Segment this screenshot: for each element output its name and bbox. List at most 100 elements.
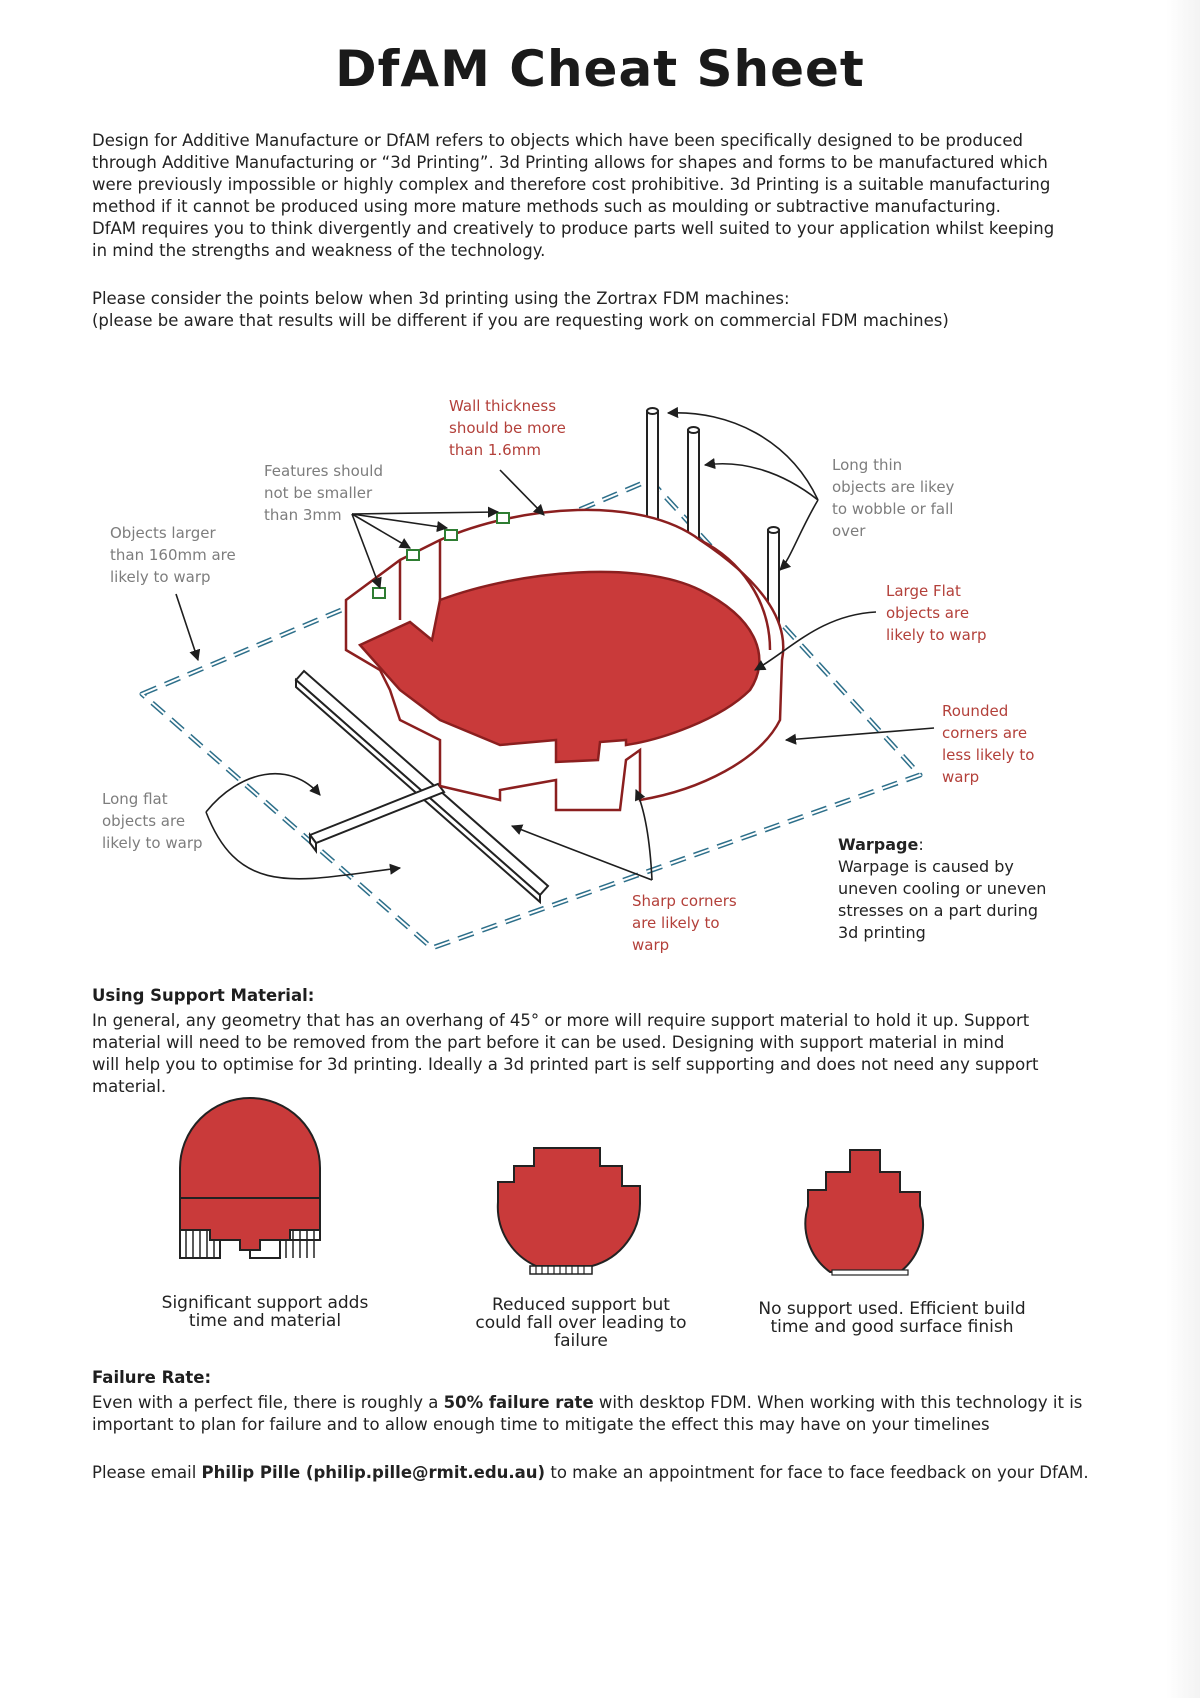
- caption-significant-support: Significant support adds time and materi…: [150, 1294, 380, 1330]
- label-line: Features should: [264, 462, 383, 480]
- label-features-small: Features should not be smaller than 3mm: [264, 460, 383, 526]
- arrow-wall-thickness: [499, 469, 545, 516]
- peg-1: [372, 587, 386, 599]
- support-base-thin: [831, 1269, 909, 1276]
- label-rounded-corners: Rounded corners are less likely to warp: [942, 700, 1034, 788]
- support-shape-1: [179, 1097, 321, 1259]
- label-line: Large Flat: [886, 582, 961, 600]
- floor-red: [357, 570, 761, 764]
- warpage-line: uneven cooling or uneven: [838, 879, 1047, 898]
- support-line: material.: [92, 1077, 167, 1096]
- warpage-line: 3d printing: [838, 923, 926, 942]
- caption-no-support: No support used. Efficient build time an…: [742, 1300, 1042, 1336]
- warpage-line: stresses on a part during: [838, 901, 1039, 920]
- consider-line: (please be aware that results will be di…: [92, 311, 949, 330]
- label-line: Long thin: [832, 456, 903, 474]
- caption-line: could fall over leading to: [475, 1313, 687, 1333]
- label-wall-thickness: Wall thickness should be more than 1.6mm: [449, 395, 566, 461]
- label-line: Sharp corners: [632, 892, 737, 910]
- caption-line: time and good surface finish: [770, 1317, 1014, 1337]
- warpage-heading: Warpage: [838, 835, 919, 854]
- feature-pegs: [372, 512, 510, 599]
- support-heading: Using Support Material:: [92, 986, 315, 1005]
- label-line: warp: [632, 936, 670, 954]
- arrow-feature-4: [351, 506, 500, 518]
- peg-2: [406, 549, 420, 561]
- failure-text: with desktop FDM. When working with this…: [593, 1393, 1083, 1412]
- intro-line: in mind the strengths and weakness of th…: [92, 241, 546, 260]
- label-long-flat: Long flat objects are likely to warp: [102, 788, 203, 854]
- email-paragraph: Please email Philip Pille (philip.pille@…: [92, 1462, 1132, 1484]
- failure-paragraph: Even with a perfect file, there is rough…: [92, 1392, 1122, 1436]
- support-shape-3: [804, 1149, 925, 1276]
- label-long-thin: Long thin objects are likey to wobble or…: [832, 454, 954, 542]
- support-line: In general, any geometry that has an ove…: [92, 1011, 1030, 1030]
- support-base: [529, 1265, 593, 1275]
- email-line: Please email Philip Pille (philip.pille@…: [92, 1462, 1132, 1484]
- label-line: objects are: [102, 812, 186, 830]
- arrow-long-thin-2: [703, 458, 819, 501]
- arrow-long-thin-3: [779, 499, 819, 571]
- arrow-objects-larger: [175, 593, 201, 662]
- label-line: than 160mm are: [110, 546, 236, 564]
- arrow-feature-2: [351, 513, 411, 549]
- part-body: [344, 508, 785, 812]
- arrow-feature-3: [351, 513, 449, 533]
- arrow-long-flat-2: [205, 811, 402, 880]
- label-line: to wobble or fall: [832, 500, 954, 518]
- page-title: DfAM Cheat Sheet: [335, 40, 865, 98]
- long-flat-bars: [294, 669, 550, 905]
- support-shape-2: [496, 1147, 642, 1275]
- arrow-long-thin-1: [666, 406, 819, 501]
- support-paragraph: In general, any geometry that has an ove…: [92, 1010, 1102, 1098]
- intro-line: DfAM requires you to think divergently a…: [92, 219, 1055, 238]
- arrow-feature-1: [351, 513, 382, 590]
- warpage-note: Warpage: Warpage is caused by uneven coo…: [838, 834, 1046, 944]
- intro-line: method if it cannot be produced using mo…: [92, 197, 1001, 216]
- label-line: less likely to: [942, 746, 1035, 764]
- scan-edge: [1166, 0, 1200, 1698]
- arrow-long-flat-1: [205, 773, 321, 813]
- caption-line: Significant support adds: [161, 1293, 369, 1313]
- caption-line: No support used. Efficient build: [758, 1299, 1026, 1319]
- intro-line: Design for Additive Manufacture or DfAM …: [92, 131, 1024, 150]
- arrow-sharp-2: [635, 788, 653, 881]
- build-plate-boundary-inner: [140, 478, 922, 950]
- contact-email[interactable]: Philip Pille (philip.pille@rmit.edu.au): [201, 1463, 546, 1482]
- label-line: Rounded: [942, 702, 1009, 720]
- caption-line: time and material: [188, 1311, 342, 1331]
- label-line: likely to warp: [886, 626, 987, 644]
- label-line: likely to warp: [102, 834, 203, 852]
- label-line: likely to warp: [110, 568, 211, 586]
- intro-line: through Additive Manufacturing or “3d Pr…: [92, 153, 1048, 172]
- warpage-colon: :: [918, 835, 924, 854]
- warpage-line: Warpage is caused by: [838, 857, 1014, 876]
- annotation-arrows: [175, 406, 935, 881]
- caption-line: Reduced support but: [492, 1295, 670, 1315]
- label-line: objects are likey: [832, 478, 955, 496]
- label-line: warp: [942, 768, 980, 786]
- arrow-sharp-1: [510, 824, 653, 881]
- label-line: corners are: [942, 724, 1028, 742]
- label-sharp-corners: Sharp corners are likely to warp: [632, 890, 737, 956]
- label-line: Long flat: [102, 790, 168, 808]
- rod-2: [687, 429, 700, 550]
- label-line: Objects larger: [110, 524, 216, 542]
- label-objects-larger: Objects larger than 160mm are likely to …: [110, 522, 236, 588]
- failure-heading: Failure Rate:: [92, 1368, 212, 1387]
- support-line: material will need to be removed from th…: [92, 1033, 1005, 1052]
- arrow-rounded-corners: [784, 727, 935, 745]
- consider-paragraph: Please consider the points below when 3d…: [92, 288, 1112, 332]
- caption-line: failure: [554, 1331, 608, 1351]
- label-large-flat: Large Flat objects are likely to warp: [886, 580, 987, 646]
- intro-line: were previously impossible or highly com…: [92, 175, 1051, 194]
- email-text: Please email: [92, 1463, 202, 1482]
- label-line: objects are: [886, 604, 970, 622]
- failure-text: Even with a perfect file, there is rough…: [92, 1393, 444, 1412]
- intro-paragraph: Design for Additive Manufacture or DfAM …: [92, 130, 1112, 262]
- label-line: Wall thickness: [449, 397, 557, 415]
- label-line: should be more: [449, 419, 566, 437]
- failure-line-2: important to plan for failure and to all…: [92, 1415, 990, 1434]
- failure-rate-bold: 50% failure rate: [443, 1393, 594, 1412]
